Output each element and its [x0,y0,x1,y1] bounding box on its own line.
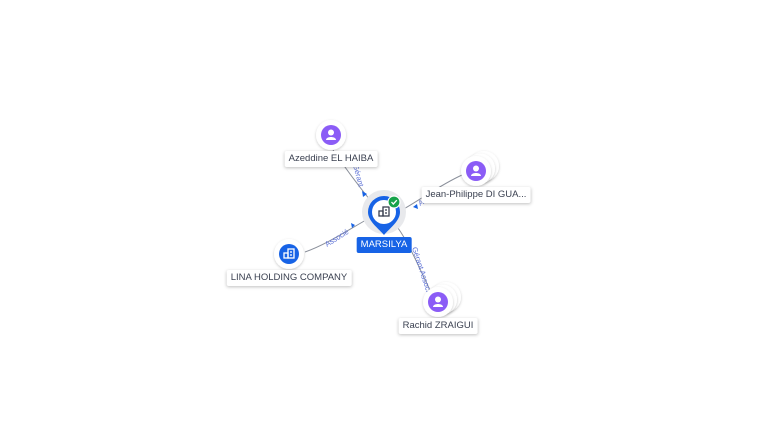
edge-lina[interactable] [304,219,367,253]
company-icon [378,206,390,217]
company-icon [283,248,295,259]
node-lina[interactable] [274,239,304,269]
center-node-label[interactable]: MARSILYA [356,237,412,253]
node-jeanphilippe[interactable] [461,151,499,186]
edge-arrow-jeanphilippe [413,204,418,209]
person-icon [433,296,443,307]
node-label-jeanphilippe[interactable]: Jean-Philippe DI GUA... [421,187,531,203]
node-label-rachid[interactable]: Rachid ZRAIGUI [398,318,478,334]
edge-label-lina: Associé [323,227,350,249]
node-label-azeddine[interactable]: Azeddine EL HAIBA [284,151,378,167]
node-center-marsilya[interactable] [362,190,406,235]
edge-arrow-lina [351,223,355,228]
person-icon [471,165,481,176]
edge-arrow-azeddine [362,191,367,197]
node-rachid[interactable] [423,282,461,317]
node-azeddine[interactable] [316,120,346,150]
person-icon [326,129,336,140]
node-label-lina[interactable]: LINA HOLDING COMPANY [226,270,352,286]
verified-check-icon [387,195,401,209]
edge-rachid[interactable] [397,227,431,291]
